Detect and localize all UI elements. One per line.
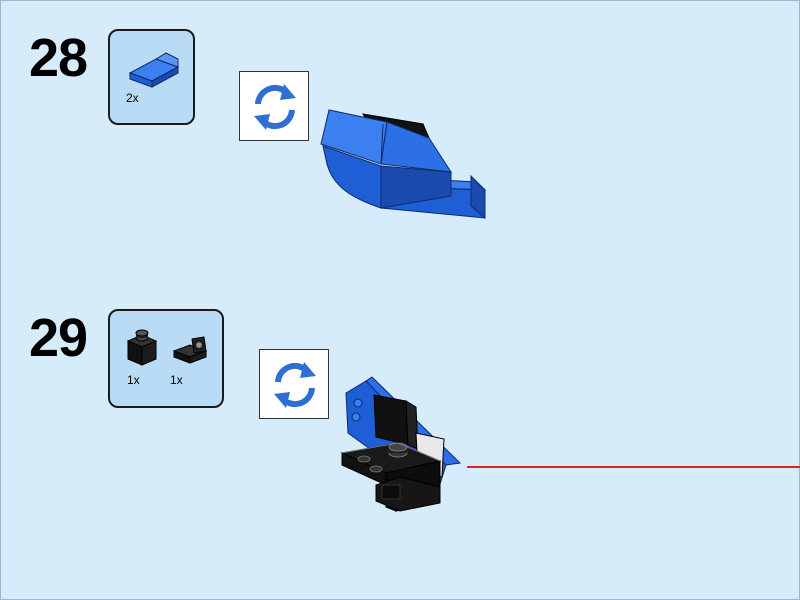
parts-callout: 1x 1x (108, 309, 224, 408)
rotate-model-callout (259, 349, 329, 419)
part-quantity: 2x (126, 91, 139, 105)
step-number: 28 (29, 28, 88, 88)
part-quantity: 1x (170, 373, 183, 387)
step-28-model (320, 109, 487, 220)
blue-slope-brick-icon (128, 52, 180, 88)
part-quantity: 1x (127, 373, 140, 387)
black-bracket-plate-icon (172, 336, 208, 364)
rotate-arrows-icon (254, 84, 296, 130)
parts-callout: 2x (108, 29, 195, 125)
black-brick-1x1-icon (126, 329, 158, 366)
rotate-model-callout (239, 71, 309, 141)
step-29-model (340, 376, 462, 512)
guide-line (467, 466, 800, 468)
rotate-arrows-icon (274, 362, 316, 408)
step-number: 29 (29, 308, 88, 368)
